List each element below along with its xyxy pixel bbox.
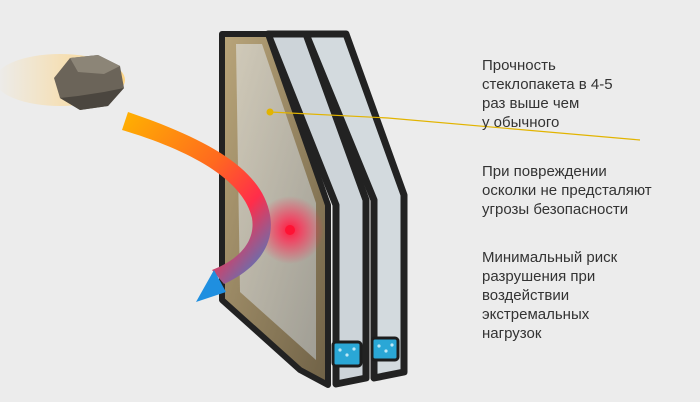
callout-strength: Прочность стеклопакета в 4-5 раз выше че… — [482, 57, 613, 131]
callout-safety: При повреждении осколки не предсталяют у… — [482, 163, 652, 218]
impact-point-icon — [256, 196, 324, 264]
leader-line — [266, 108, 641, 141]
impact-arrow-icon — [122, 112, 271, 302]
callout-durability: Минимальный риск разрушения при воздейст… — [482, 249, 618, 342]
rock-icon — [0, 54, 125, 110]
spacer-beads — [331, 336, 400, 368]
